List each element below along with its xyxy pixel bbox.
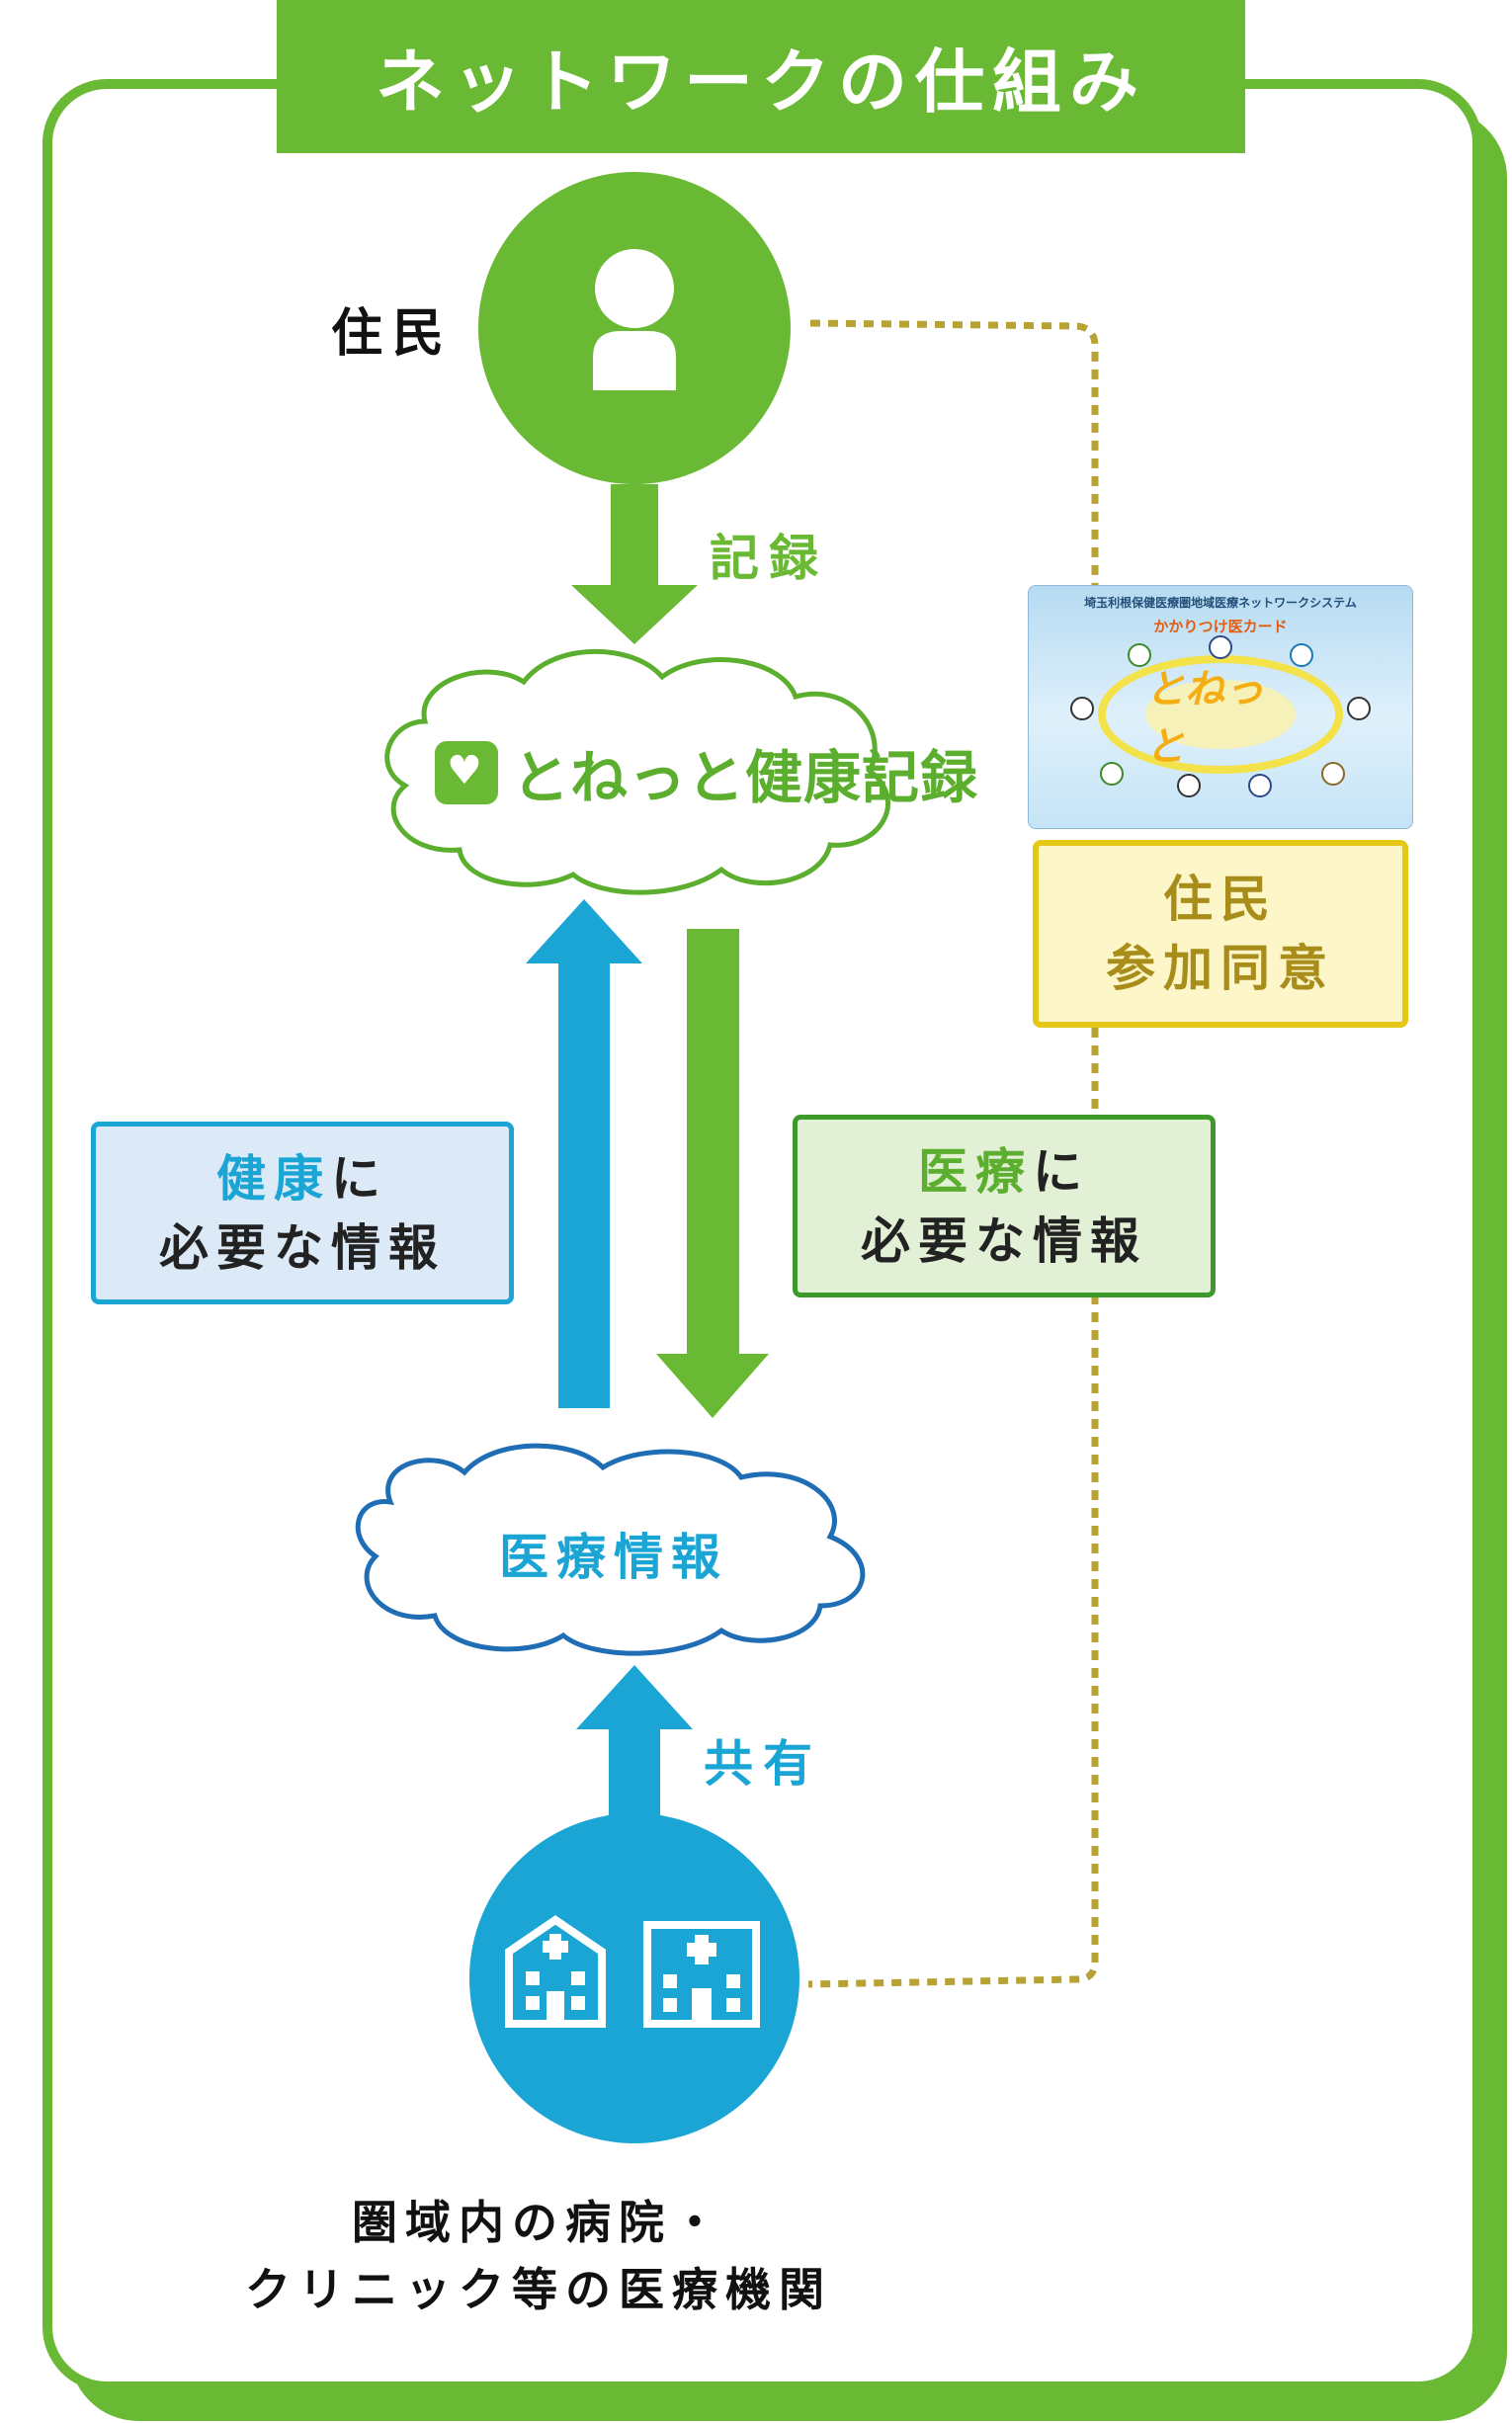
emblem-icon <box>1347 697 1371 720</box>
consent-line1: 住民 <box>1163 871 1278 928</box>
app-logo: ♥ とねっと健康記録 <box>435 731 978 814</box>
health-info-box: 健康に 必要な情報 <box>91 1122 514 1304</box>
consent-line2: 参加同意 <box>1106 940 1335 997</box>
card-header: 埼玉利根保健医療圏地域医療ネットワークシステム <box>1084 596 1357 610</box>
medical-info-cloud <box>355 1443 866 1656</box>
health-suffix: に <box>331 1149 388 1208</box>
emblem-icon <box>1248 774 1272 797</box>
card-center: とねっと <box>1145 667 1296 770</box>
facilities-line2: クリニック等の医療機関 <box>245 2263 832 2316</box>
record-label: 記録 <box>710 530 828 587</box>
emblem-icon <box>1070 697 1094 720</box>
heart-compass-app-icon: ♥ <box>435 741 498 804</box>
clinic-icon <box>643 1921 760 2028</box>
card-name: とねっと <box>1145 667 1264 770</box>
facilities-circle <box>469 1813 799 2143</box>
record-arrow <box>571 484 698 644</box>
medical-info-label: 医療情報 <box>499 1529 728 1586</box>
medical-info-arrow <box>656 929 769 1418</box>
resident-label: 住民 <box>331 304 455 364</box>
emblem-icon <box>1100 762 1124 786</box>
medical-suffix: に <box>1033 1142 1090 1201</box>
diagram-title: ネットワークの仕組み <box>277 0 1245 153</box>
facilities-line1: 圏域内の病院・ <box>352 2196 725 2249</box>
share-label: 共有 <box>704 1735 822 1793</box>
health-info-arrow <box>526 899 642 1408</box>
medical-info-box: 医療に 必要な情報 <box>793 1115 1216 1297</box>
emblem-icon <box>1209 635 1232 659</box>
emblem-icon <box>1177 774 1201 797</box>
facilities-label: 圏域内の病院・ クリニック等の医療機関 <box>0 2189 1077 2323</box>
consent-connector-line <box>807 319 1099 1988</box>
share-arrow <box>576 1665 693 1818</box>
emblem-icon <box>1321 762 1345 786</box>
person-icon <box>593 249 676 390</box>
app-name: とねっと健康記録 <box>512 744 979 811</box>
card-ring <box>1098 655 1343 774</box>
health-line2: 必要な情報 <box>159 1218 446 1277</box>
consent-box: 住民 参加同意 <box>1033 840 1408 1028</box>
health-record-cloud <box>384 648 890 895</box>
medical-highlight: 医療 <box>918 1142 1033 1201</box>
emblem-icon <box>1290 643 1313 667</box>
card-subtitle: かかりつけ医カード <box>1153 618 1288 635</box>
medical-line2: 必要な情報 <box>861 1212 1147 1270</box>
tonet-card: 埼玉利根保健医療圏地域医療ネットワークシステム かかりつけ医カード とねっと <box>1028 585 1413 829</box>
hospital-icon <box>505 1915 606 2028</box>
health-highlight: 健康 <box>216 1149 331 1208</box>
emblem-icon <box>1128 643 1151 667</box>
